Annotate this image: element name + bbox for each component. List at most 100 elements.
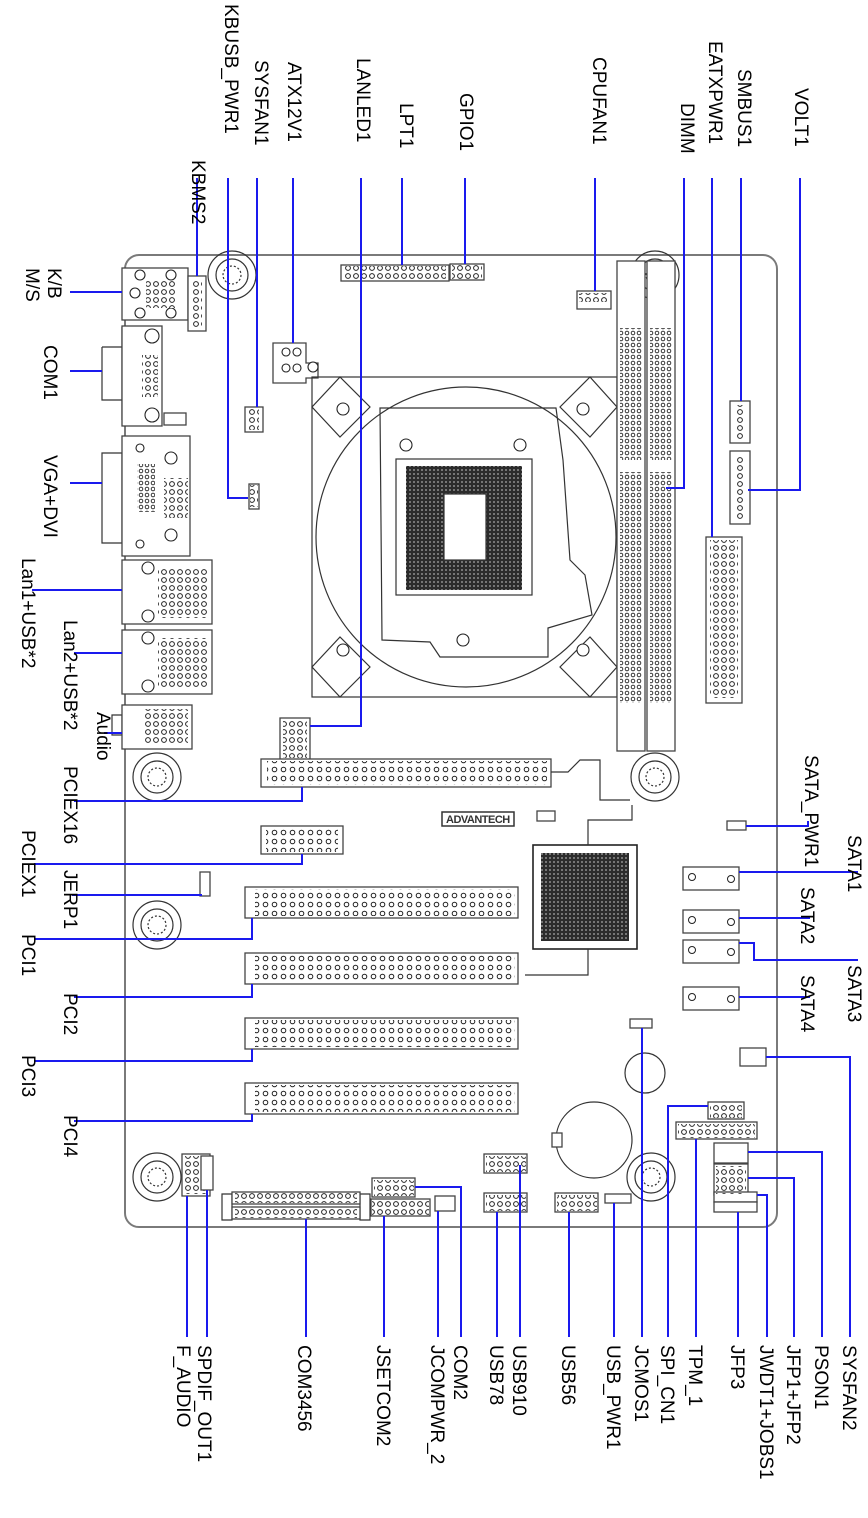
label-k-b: K/B [43,268,64,299]
leader-lines [32,178,858,1337]
label-sata2: SATA2 [796,887,817,944]
usb-pwr1-jumper [604,1193,632,1204]
com1-port [101,325,187,427]
buzzer [624,1052,666,1094]
leader-pci2 [74,984,253,998]
label-sata3: SATA3 [843,965,864,1022]
label-eatxpwr1: EATXPWR1 [704,41,725,144]
sysfan2-header [739,1047,767,1067]
pson1-header [713,1142,749,1164]
leader-sysfan2 [766,1056,851,1337]
sata2-connector [682,909,740,934]
leader-jwdt1-jobs1 [757,1194,768,1337]
audio-port [111,704,193,750]
dimm-slots [616,260,676,752]
sata1-connector [682,866,740,891]
pcb-outline [124,254,778,1228]
leader-pciex16 [74,787,303,802]
label-m-s: M/S [21,268,42,302]
label-jcmos1: JCMOS1 [630,1345,651,1422]
label-volt1: VOLT1 [790,88,811,147]
small-jumper [536,810,556,822]
label-pson1: PSON1 [810,1345,831,1409]
leader-pci1 [34,918,253,940]
spdif-out1-header [200,1155,214,1191]
jerp1-jumper [199,871,211,897]
lan2-usb-port [121,629,213,695]
label-audio: Audio [92,712,113,761]
leader-spi-cn1 [667,1105,708,1337]
sata3-connector [682,939,740,964]
label-spdif-out1: SPDIF_OUT1 [193,1345,214,1462]
leader-lanled1 [310,178,362,727]
label-smbus1: SMBUS1 [733,69,754,147]
label-spi-cn1: SPI_CN1 [656,1345,677,1424]
label-sysfan1: SYSFAN1 [250,60,271,146]
label-jsetcom2: JSETCOM2 [372,1345,393,1446]
kbms-port [121,267,189,321]
label-vga-dvi: VGA+DVI [39,455,60,538]
advantech-logo [441,811,515,827]
label-usb910: USB910 [508,1345,529,1416]
mounting-hole [630,752,680,802]
label-atx12v1: ATX12V1 [283,62,304,142]
label-jwdt1-jobs1: JWDT1+JOBS1 [755,1345,776,1480]
label-com1: COM1 [39,345,60,400]
sata4-connector [682,986,740,1011]
chipset [525,805,638,976]
label-sata1: SATA1 [843,835,864,892]
label-f-audio: F_AUDIO [172,1345,193,1427]
label-cpufan1: CPUFAN1 [588,57,609,145]
label-gpio1: GPIO1 [455,93,476,151]
label-sata-pwr1: SATA_PWR1 [800,755,821,867]
label-sysfan2: SYSFAN2 [838,1345,859,1431]
com3456-connector [221,1191,371,1221]
label-pciex1: PCIEX1 [17,830,38,898]
mounting-hole [132,1152,182,1202]
leader-pciex1 [34,854,303,865]
label-jcompwr-2: JCOMPWR_2 [426,1345,447,1464]
jfp3-header [713,1201,758,1213]
label-tpm-1: TPM_1 [684,1345,705,1406]
label-dimm: DIMM [676,103,697,154]
leader-pci4 [74,1114,253,1122]
leader-pci3 [34,1049,253,1062]
label-pci3: PCI3 [17,1055,38,1097]
leader-sata-pwr1 [746,821,809,827]
label-usb78: USB78 [485,1345,506,1405]
lan1-usb-port [121,559,213,625]
leader-volt1 [748,178,801,491]
label-jerp1: JERP1 [59,870,80,929]
leader-sata3 [739,942,858,961]
sata-pwr1-header [726,820,747,831]
leader-com2 [415,1186,462,1337]
label-kbms2: KBMS2 [187,160,208,224]
label-lanled1: LANLED1 [352,58,373,143]
label-lan1-usb-2: Lan1+USB*2 [17,558,38,668]
label-sata4: SATA4 [796,975,817,1033]
label-pci1: PCI1 [17,934,38,976]
leader-dimm [666,178,685,489]
label-jfp3: JFP3 [726,1345,747,1389]
label-pci2: PCI2 [59,993,80,1035]
rear-io [101,267,213,750]
cmos-battery [551,1101,633,1179]
leader-pson1 [748,1151,823,1337]
label-com2: COM2 [449,1345,470,1400]
label-lpt1: LPT1 [395,103,416,148]
label-usb56: USB56 [557,1345,578,1405]
vga-dvi-port [101,435,191,557]
jcompwr-2-jumper [434,1195,456,1212]
leader-kbusb-pwr1 [227,178,248,499]
mounting-hole [132,900,182,950]
label-lan2-usb-2: Lan2+USB*2 [59,620,80,730]
label-pciex16: PCIEX16 [59,766,80,844]
label-pci4: PCI4 [59,1115,80,1158]
jcmos1-jumper [629,1018,653,1029]
leader-jfp1-jfp2 [748,1177,795,1337]
label-kbusb-pwr1: KBUSB_PWR1 [220,4,241,134]
label-usb-pwr1: USB_PWR1 [602,1345,623,1450]
